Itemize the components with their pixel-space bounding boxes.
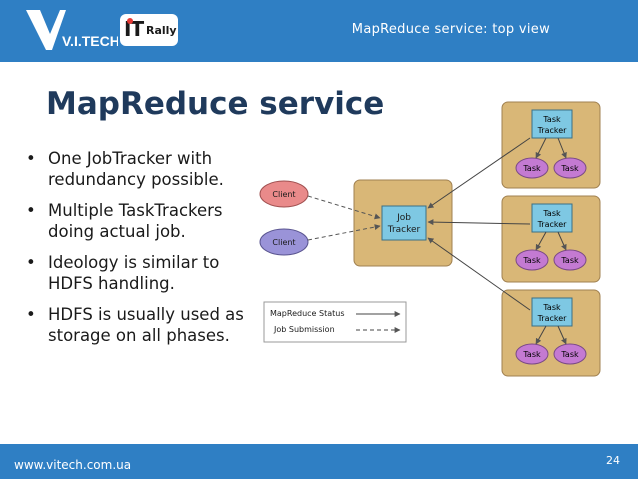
bullet-text: HDFS is usually used as storage on all p…: [48, 305, 244, 345]
status-arrow: [427, 137, 531, 209]
bullet-item: • HDFS is usually used as storage on all …: [26, 304, 258, 346]
task-label: Task: [522, 164, 541, 173]
legend-box: [263, 301, 407, 343]
task-node: [515, 343, 549, 365]
job-tracker-node: [381, 205, 427, 241]
bullet-item: • Ideology is similar to HDFS handling.: [26, 252, 258, 294]
bullet-item: • Multiple TaskTrackers doing actual job.: [26, 200, 258, 242]
footer-url: www.vitech.com.ua: [14, 458, 132, 472]
header-title: MapReduce service: top view: [351, 22, 550, 37]
bullet-marker: •: [26, 253, 36, 272]
svg-text:V.I.TECH: V.I.TECH: [62, 33, 118, 49]
slide-title: MapReduce service: [46, 86, 385, 122]
bullet-item: • One JobTracker with redundancy possible…: [26, 148, 258, 190]
mapreduce-diagram: Job Tracker Client Client Task Tracker T…: [259, 101, 601, 377]
task-label: Task: [560, 164, 579, 173]
itrally-logo: IT Rally: [120, 14, 178, 46]
task-link: [535, 325, 547, 345]
client-label: Client: [272, 190, 295, 199]
task-link: [557, 325, 567, 345]
bullet-text: One JobTracker with redundancy possible.: [48, 149, 224, 189]
task-link: [557, 231, 567, 251]
status-arrow: [427, 219, 531, 226]
status-arrow: [427, 237, 531, 311]
task-tracker-label: Task: [542, 209, 561, 218]
task-label: Task: [560, 350, 579, 359]
bullet-marker: •: [26, 201, 36, 220]
job-submission-arrow: [307, 195, 381, 220]
task-tracker-label: Task: [542, 115, 561, 124]
job-tracker-label: Job: [396, 213, 411, 223]
task-label: Task: [522, 256, 541, 265]
job-submission-arrow: [307, 224, 381, 241]
client-node: [259, 228, 309, 256]
task-label: Task: [560, 256, 579, 265]
bullet-marker: •: [26, 305, 36, 324]
task-tracker-node: [531, 203, 573, 233]
bullet-list: • One JobTracker with redundancy possible…: [26, 148, 258, 356]
task-node: [515, 157, 549, 179]
legend-status-label: MapReduce Status: [270, 309, 345, 318]
bullet-text: Ideology is similar to HDFS handling.: [48, 253, 220, 293]
itrally-logo-rally: Rally: [146, 24, 177, 37]
task-node: [553, 157, 587, 179]
task-node: [553, 343, 587, 365]
task-node: [515, 249, 549, 271]
header-bar: V.I.TECH IT Rally MapReduce service: top…: [0, 0, 638, 62]
task-link: [535, 137, 547, 159]
task-node: [553, 249, 587, 271]
task-tracker-label: Tracker: [537, 126, 568, 135]
page-number: 24: [606, 454, 620, 467]
bullet-marker: •: [26, 149, 36, 168]
legend-submission-label: Job Submission: [273, 325, 335, 334]
itrally-logo-dot: [127, 18, 133, 24]
task-tracker-node: [531, 297, 573, 327]
task-link: [535, 231, 547, 251]
job-tracker-label: Tracker: [387, 225, 421, 235]
task-tracker-node: [531, 109, 573, 139]
vitech-logo: V.I.TECH: [26, 10, 118, 50]
client-node: [259, 180, 309, 208]
task-tracker-label: Task: [542, 303, 561, 312]
task-label: Task: [522, 350, 541, 359]
bullet-text: Multiple TaskTrackers doing actual job.: [48, 201, 223, 241]
footer-bar: www.vitech.com.ua 24: [0, 444, 638, 479]
task-tracker-label: Tracker: [537, 220, 568, 229]
client-label: Client: [272, 238, 295, 247]
task-tracker-label: Tracker: [537, 314, 568, 323]
task-link: [557, 137, 567, 159]
